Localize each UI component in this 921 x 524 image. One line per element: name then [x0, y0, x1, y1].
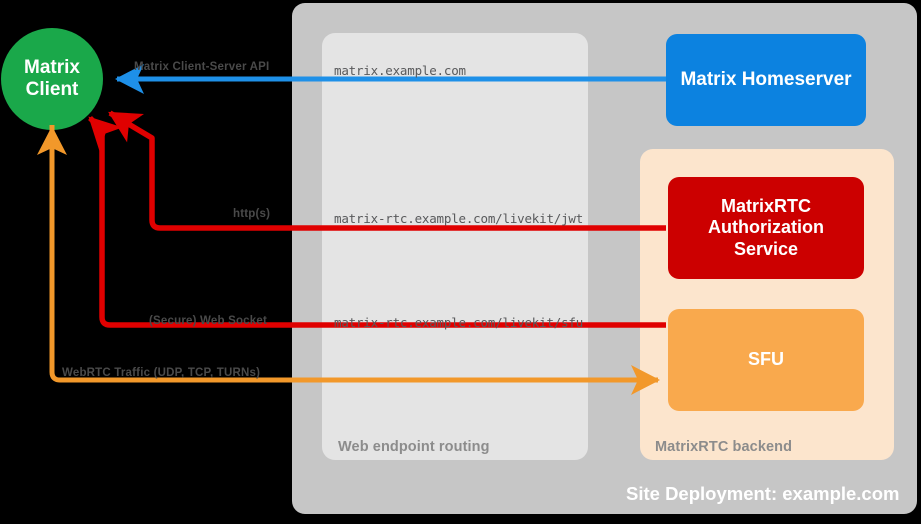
- matrix-client-node[interactable]: [1, 28, 103, 130]
- edge-label-webrtc: WebRTC Traffic (UDP, TCP, TURNs): [62, 367, 261, 379]
- endpoint-label-sfu: matrix-rtc.example.com/livekit/sfu: [334, 315, 584, 330]
- sfu-node[interactable]: [668, 309, 864, 411]
- endpoint-label-matrix: matrix.example.com: [334, 63, 466, 78]
- web-endpoint-routing-container: [322, 33, 588, 460]
- endpoint-label-jwt: matrix-rtc.example.com/livekit/jwt: [334, 211, 584, 226]
- matrixrtc-authorization-service-node[interactable]: [668, 177, 864, 279]
- web-endpoint-routing-label: Web endpoint routing: [338, 439, 490, 455]
- edge-label-jwt: http(s): [233, 208, 271, 220]
- edge-webrtc-line: [49, 125, 661, 396]
- edge-jwt-line: [108, 110, 666, 231]
- edge-label-websocket: (Secure) Web Socket: [149, 315, 267, 327]
- edge-websocket-line: [88, 116, 666, 328]
- site-deployment-label: Site Deployment: example.com: [626, 483, 900, 504]
- edge-label-cs-api: Matrix Client-Server API: [134, 61, 270, 73]
- matrix-homeserver-node[interactable]: [666, 34, 866, 126]
- matrixrtc-backend-label: MatrixRTC backend: [655, 439, 793, 455]
